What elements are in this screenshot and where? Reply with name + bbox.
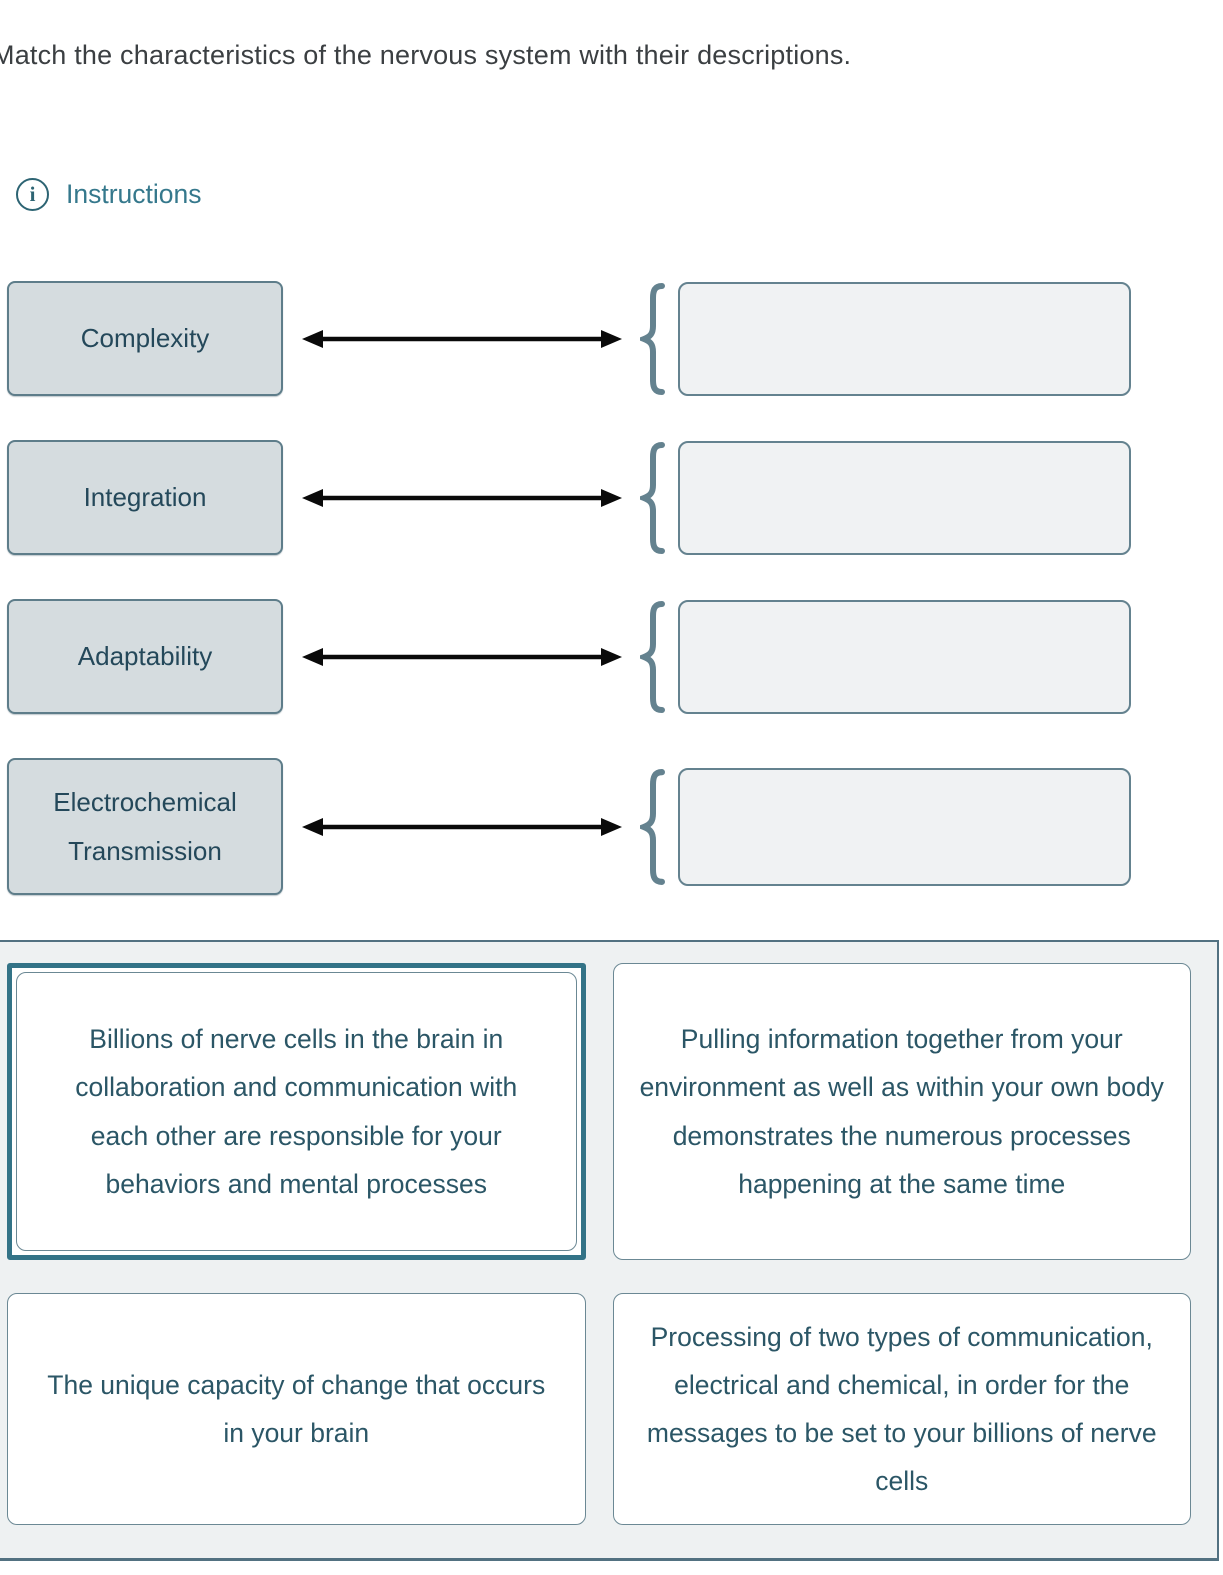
- description-card-text: Pulling information together from your e…: [639, 1024, 1164, 1199]
- term-label: Adaptability: [77, 641, 213, 672]
- match-row-adaptability: Adaptability: [7, 599, 1131, 714]
- match-row-integration: Integration: [7, 440, 1131, 555]
- brace-icon: [640, 441, 666, 555]
- page-title: Match the characteristics of the nervous…: [0, 40, 852, 70]
- answer-dropzone-integration[interactable]: [678, 440, 1131, 555]
- term-box-adaptability[interactable]: Adaptability: [7, 599, 283, 714]
- term-label: Complexity: [80, 323, 210, 354]
- brace-icon: [640, 600, 666, 714]
- match-arrow-icon: [283, 326, 640, 352]
- matching-area: Complexity Integration: [7, 281, 1131, 895]
- description-card-text: The unique capacity of change that occur…: [47, 1369, 546, 1448]
- description-bank-grid: Billions of nerve cells in the brain in …: [0, 942, 1217, 1558]
- answer-dropzone-adaptability[interactable]: [678, 599, 1131, 714]
- info-icon: i: [16, 178, 49, 211]
- match-row-electrochemical-transmission: Electrochemical Transmission: [7, 758, 1131, 895]
- description-card[interactable]: Processing of two types of communication…: [612, 1293, 1191, 1525]
- description-card-selected[interactable]: Billions of nerve cells in the brain in …: [7, 963, 586, 1260]
- answer-dropzone-electrochemical-transmission[interactable]: [678, 767, 1131, 886]
- term-label: Integration: [83, 482, 207, 513]
- instructions-link[interactable]: i Instructions: [16, 178, 202, 211]
- description-card[interactable]: The unique capacity of change that occur…: [7, 1293, 586, 1525]
- match-arrow-icon: [283, 485, 640, 511]
- brace-icon: [640, 768, 666, 886]
- description-card-text: Billions of nerve cells in the brain in …: [75, 1024, 518, 1199]
- match-arrow-icon: [283, 644, 640, 670]
- description-card-text-frame: Billions of nerve cells in the brain in …: [16, 972, 577, 1251]
- description-card-text-frame: The unique capacity of change that occur…: [7, 1293, 586, 1525]
- match-arrow-icon: [283, 814, 640, 840]
- term-box-complexity[interactable]: Complexity: [7, 281, 283, 396]
- description-card-text-frame: Processing of two types of communication…: [612, 1293, 1191, 1525]
- match-row-complexity: Complexity: [7, 281, 1131, 396]
- description-card-text: Processing of two types of communication…: [646, 1321, 1157, 1497]
- answer-dropzone-complexity[interactable]: [678, 281, 1131, 396]
- term-box-integration[interactable]: Integration: [7, 440, 283, 555]
- term-box-electrochemical-transmission[interactable]: Electrochemical Transmission: [7, 758, 283, 895]
- description-card[interactable]: Pulling information together from your e…: [612, 963, 1191, 1260]
- term-label: Electrochemical Transmission: [53, 787, 237, 866]
- description-bank-panel: Billions of nerve cells in the brain in …: [0, 940, 1219, 1561]
- instructions-label: Instructions: [66, 179, 202, 209]
- description-card-text-frame: Pulling information together from your e…: [612, 963, 1191, 1260]
- brace-icon: [640, 282, 666, 396]
